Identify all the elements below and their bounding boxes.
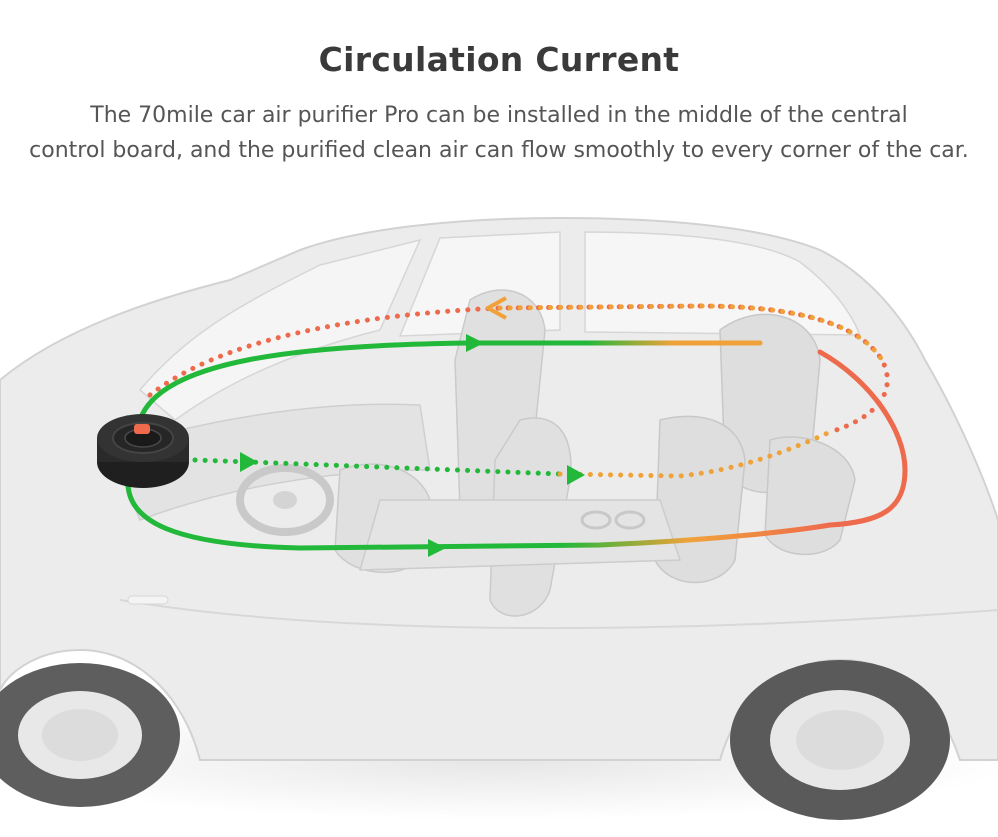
front-wheel — [0, 663, 180, 807]
cup-holder — [580, 510, 612, 530]
clean-air-flow-bottom — [125, 482, 833, 551]
flow-arrow — [466, 334, 484, 352]
side-window-rear — [584, 231, 862, 336]
flow-arrow — [428, 539, 446, 557]
clean-air-dotted-middle-right — [557, 429, 833, 479]
return-air-flow-right — [817, 349, 908, 528]
return-air-dotted-top-warm — [497, 303, 885, 363]
description: The 70mile car air purifier Pro can be i… — [0, 98, 998, 168]
cup-holder — [614, 510, 646, 530]
flow-arrow — [486, 296, 507, 320]
side-marker — [127, 595, 169, 605]
car-illustration — [0, 200, 998, 837]
center-console — [358, 499, 682, 571]
description-line-2: control board, and the purified clean ai… — [29, 138, 969, 163]
page-title: Circulation Current — [318, 40, 680, 79]
body-side-line — [119, 599, 998, 630]
flow-arrow — [567, 465, 585, 485]
clean-air-flow-top — [137, 340, 763, 423]
windshield — [138, 238, 422, 421]
description-line-1: The 70mile car air purifier Pro can be i… — [90, 103, 908, 128]
air-purifier-device — [97, 414, 189, 488]
car-cutaway-svg — [0, 216, 998, 820]
header: Circulation Current The 70mile car air p… — [0, 0, 998, 200]
steering-wheel — [236, 464, 334, 536]
flow-arrow — [240, 452, 258, 472]
clean-air-dotted-middle — [192, 457, 563, 477]
rear-wheel — [730, 660, 950, 820]
dashboard — [108, 403, 431, 521]
return-air-dotted-top — [147, 303, 890, 435]
